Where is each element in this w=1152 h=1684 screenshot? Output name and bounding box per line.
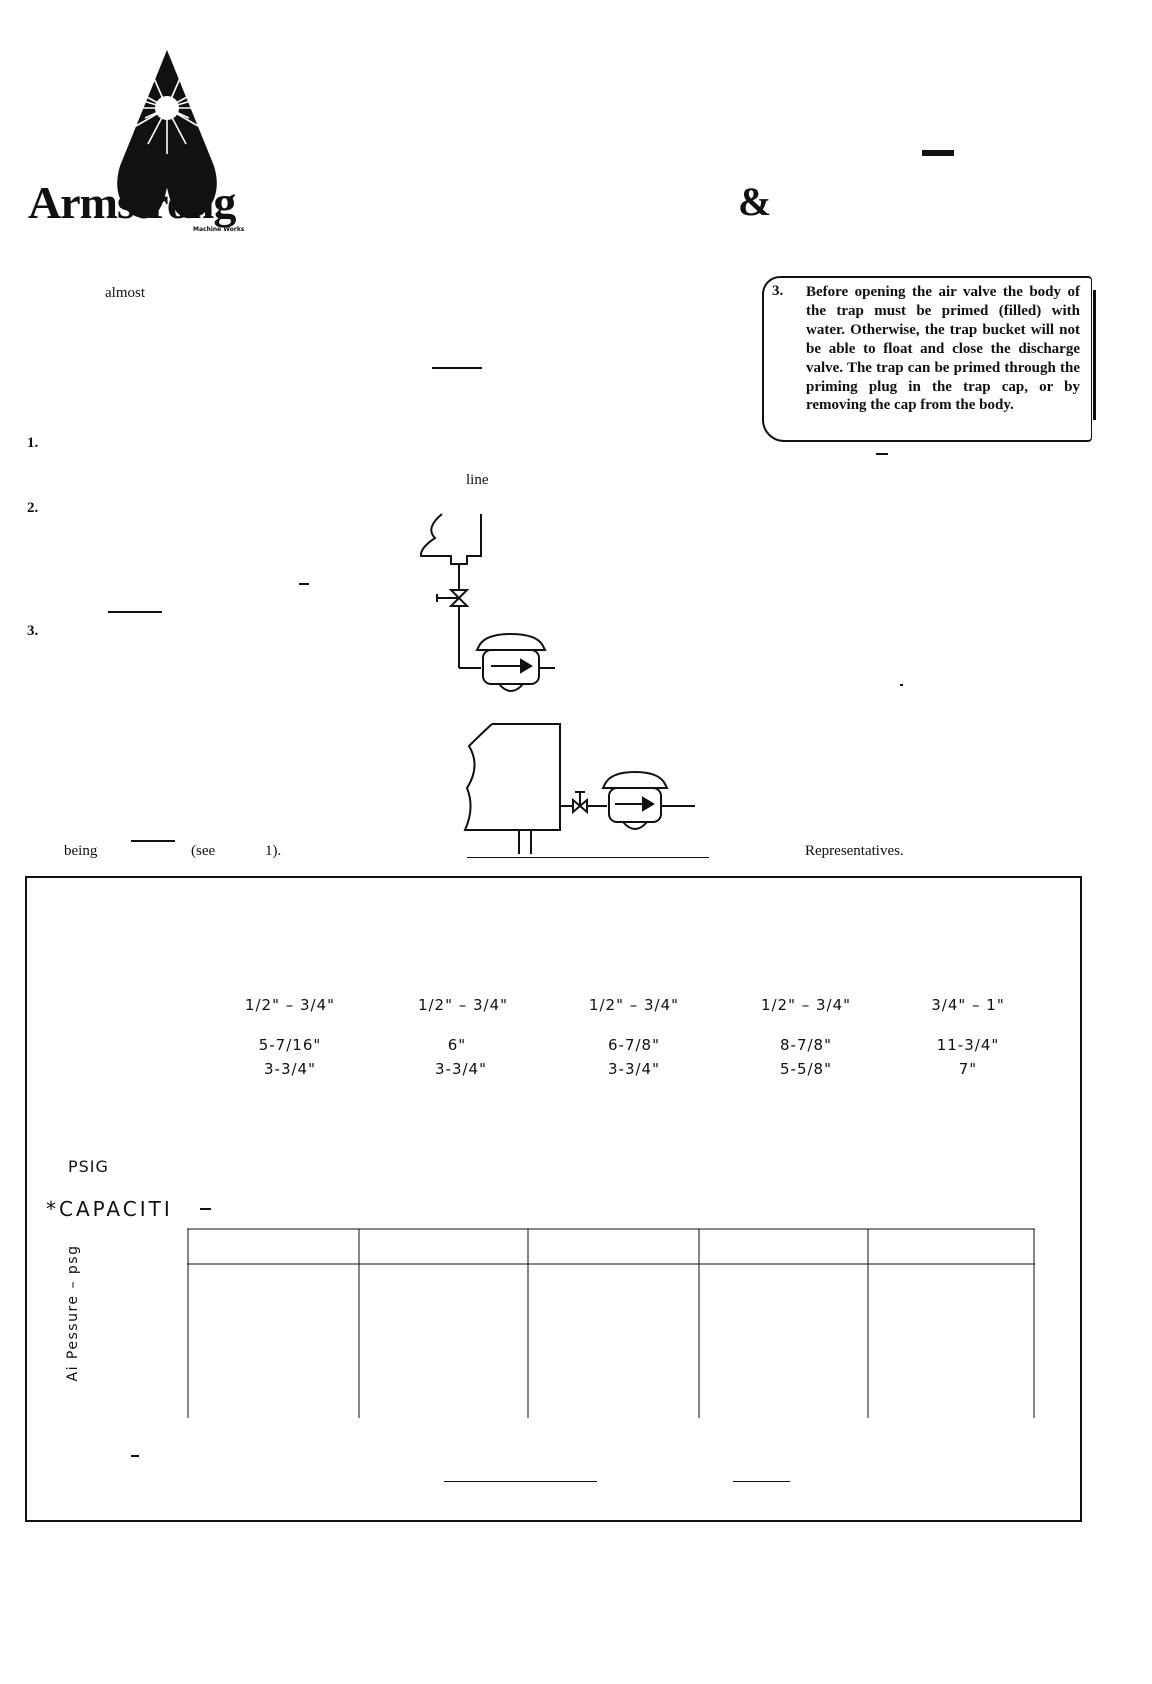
text-representatives: Representatives.: [805, 843, 904, 859]
underline-2: [108, 611, 162, 613]
header-dash: [922, 150, 954, 156]
logo-a-mark-icon: [117, 50, 217, 219]
text-being: being: [64, 843, 98, 859]
height-3: 6-7/8": [608, 1036, 660, 1054]
list-number-3: 3.: [27, 623, 39, 639]
psig-label: PSIG: [68, 1157, 109, 1176]
list-number-1: 1.: [27, 435, 39, 451]
text-line: line: [466, 472, 489, 488]
connection-size-4: 1/2" – 3/4": [760, 996, 852, 1014]
dash-mark-2: [876, 453, 888, 455]
text-see: (see: [191, 843, 216, 859]
specifications-box: [25, 876, 1082, 1522]
width-4: 5-5/8": [780, 1060, 832, 1078]
list-number-2: 2.: [27, 500, 39, 516]
height-2: 6": [447, 1036, 467, 1054]
connection-size-5: 3/4" – 1": [931, 996, 1005, 1014]
trap-diagram-lower-icon: [463, 723, 695, 854]
height-4: 8-7/8": [780, 1036, 832, 1054]
capacities-dash: [200, 1208, 211, 1210]
connection-size-1: 1/2" – 3/4": [244, 996, 336, 1014]
width-1: 3-3/4": [264, 1060, 316, 1078]
trap-installation-diagram-lower: [455, 718, 725, 858]
footnote-dash: [131, 1455, 139, 1457]
armstrong-logo: [28, 46, 298, 236]
text-almost: almost: [105, 285, 145, 301]
diagram-base-line: [467, 857, 709, 858]
connection-size-2: 1/2" – 3/4": [417, 996, 509, 1014]
trap-installation-diagram-upper: [415, 510, 565, 710]
priming-note-text: Before opening the air valve the body of…: [806, 284, 1080, 414]
height-1: 5-7/16": [258, 1036, 322, 1054]
capacity-table-grid: [187, 1228, 1035, 1418]
trap-diagram-upper-icon: [419, 513, 555, 692]
capacities-label: *CAPACITI: [46, 1197, 173, 1221]
height-5: 11-3/4": [936, 1036, 1000, 1054]
text-fig-ref: 1).: [265, 843, 282, 859]
capacity-table-lines: [187, 1228, 1035, 1418]
connection-size-3: 1/2" – 3/4": [588, 996, 680, 1014]
y-axis-label: Ai Pessure – psg: [65, 1244, 81, 1382]
width-5: 7": [958, 1060, 978, 1078]
footnote-underline-1: [444, 1481, 597, 1482]
note-number: 3.: [772, 283, 784, 299]
dash-mark-1: [299, 583, 309, 585]
width-2: 3-3/4": [435, 1060, 487, 1078]
dot-mark: [900, 684, 903, 686]
priming-note-box: [762, 276, 1092, 442]
underline-3: [131, 840, 175, 842]
underline-1: [432, 367, 482, 369]
width-3: 3-3/4": [608, 1060, 660, 1078]
footnote-underline-2: [733, 1481, 790, 1482]
brand-name: Armstrong: [28, 177, 236, 228]
note-box-side-bar: [1093, 290, 1096, 420]
header-ampersand: &: [738, 179, 772, 224]
brand-subtitle: Machine Works: [193, 226, 245, 233]
